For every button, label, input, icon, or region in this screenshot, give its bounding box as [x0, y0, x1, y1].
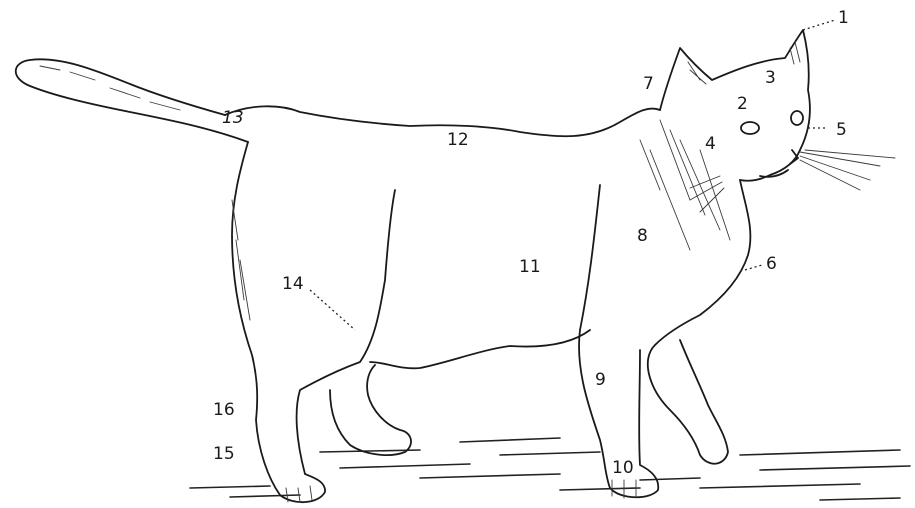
label-10: 10: [612, 460, 634, 477]
label-12: 12: [447, 132, 469, 149]
label-6: 6: [766, 256, 777, 273]
label-13: 13: [222, 110, 244, 127]
leader-14: [310, 290, 355, 330]
label-1: 1: [838, 10, 849, 27]
label-9: 9: [595, 372, 606, 389]
rear-near-leg: [232, 142, 395, 502]
belly-outline: [370, 330, 590, 368]
rear-far-leg: [330, 365, 411, 455]
label-7: 7: [643, 76, 654, 93]
chest-outline: [655, 180, 750, 345]
label-14: 14: [282, 276, 304, 293]
label-15: 15: [213, 446, 235, 463]
label-4: 4: [705, 136, 716, 153]
whiskers: [690, 150, 895, 212]
leader-6: [745, 265, 762, 270]
label-8: 8: [637, 228, 648, 245]
label-16: 16: [213, 402, 235, 419]
back-outline: [225, 106, 660, 136]
eye-near: [741, 122, 759, 134]
tail-outline: [16, 59, 248, 142]
eye-far: [791, 111, 803, 125]
label-11: 11: [519, 259, 541, 276]
leader-1: [803, 20, 835, 30]
label-3: 3: [765, 70, 776, 87]
head-outline: [660, 30, 810, 181]
front-far-leg: [648, 340, 728, 464]
label-2: 2: [737, 96, 748, 113]
label-5: 5: [836, 122, 847, 139]
